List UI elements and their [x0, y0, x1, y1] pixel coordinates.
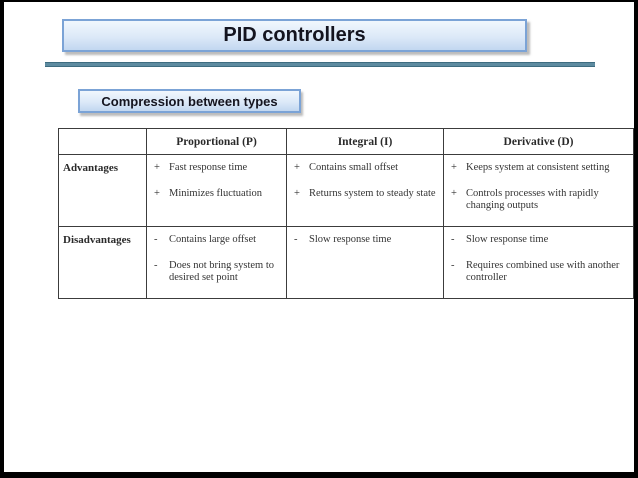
bullet-text: Does not bring system to desired set poi… [169, 260, 274, 283]
column-header [58, 128, 147, 155]
table-cell: -Slow response time-Requires combined us… [443, 226, 634, 299]
plus-marker: + [154, 162, 160, 173]
plus-marker: + [451, 188, 457, 199]
bullet-text: Minimizes fluctuation [169, 188, 263, 199]
table-row: Disadvantages-Contains large offset-Does… [58, 226, 634, 299]
bullet-item: -Slow response time [451, 234, 629, 246]
comparison-table: Proportional (P)Integral (I)Derivative (… [58, 128, 634, 299]
bullet-text: Keeps system at consistent setting [466, 162, 610, 173]
table-header-row: Proportional (P)Integral (I)Derivative (… [58, 128, 634, 155]
bullet-item: -Requires combined use with another cont… [451, 260, 629, 284]
bullet-text: Returns system to steady state [309, 188, 436, 199]
bullet-text: Contains large offset [169, 234, 257, 245]
bullet-item: + Contains small offset [294, 162, 439, 174]
bullet-item: + Fast response time [154, 162, 282, 174]
subtitle: Compression between types [101, 93, 278, 109]
minus-marker: - [451, 234, 455, 245]
bullet-text: Contains small offset [309, 162, 399, 173]
column-header: Proportional (P) [146, 128, 287, 155]
plus-marker: + [294, 188, 300, 199]
bullet-text: Fast response time [169, 162, 248, 173]
bullet-text: Slow response time [309, 234, 392, 245]
bullet-item: + Controls processes with rapidly changin… [451, 188, 629, 212]
bullet-item: -Does not bring system to desired set po… [154, 260, 282, 284]
bullet-item: -Slow response time [294, 234, 439, 246]
bullet-text: Controls processes with rapidly changing… [466, 188, 599, 211]
table-cell: + Keeps system at consistent setting + Cont… [443, 154, 634, 227]
bullet-item: + Keeps system at consistent setting [451, 162, 629, 174]
bullet-text: Requires combined use with another contr… [466, 260, 620, 283]
row-label: Advantages [58, 154, 147, 227]
table-cell: -Contains large offset-Does not bring sy… [146, 226, 287, 299]
subtitle-box: Compression between types [78, 89, 301, 113]
minus-marker: - [154, 260, 158, 271]
bullet-item: -Contains large offset [154, 234, 282, 246]
bullet-item: + Minimizes fluctuation [154, 188, 282, 200]
minus-marker: - [451, 260, 455, 271]
table-cell: + Contains small offset + Returns system to… [286, 154, 444, 227]
table-cell: + Fast response time + Minimizes fluctuatio… [146, 154, 287, 227]
plus-marker: + [294, 162, 300, 173]
table-row: Advantages + Fast response time + Minimizes … [58, 154, 634, 227]
plus-marker: + [154, 188, 160, 199]
bullet-text: Slow response time [466, 234, 549, 245]
table-cell: -Slow response time [286, 226, 444, 299]
plus-marker: + [451, 162, 457, 173]
column-header: Derivative (D) [443, 128, 634, 155]
minus-marker: - [154, 234, 158, 245]
page-title: PID controllers [223, 24, 366, 46]
title-box: PID controllers [62, 19, 527, 52]
column-header: Integral (I) [286, 128, 444, 155]
minus-marker: - [294, 234, 298, 245]
row-label: Disadvantages [58, 226, 147, 299]
divider-line [45, 62, 595, 67]
bullet-item: + Returns system to steady state [294, 188, 439, 200]
